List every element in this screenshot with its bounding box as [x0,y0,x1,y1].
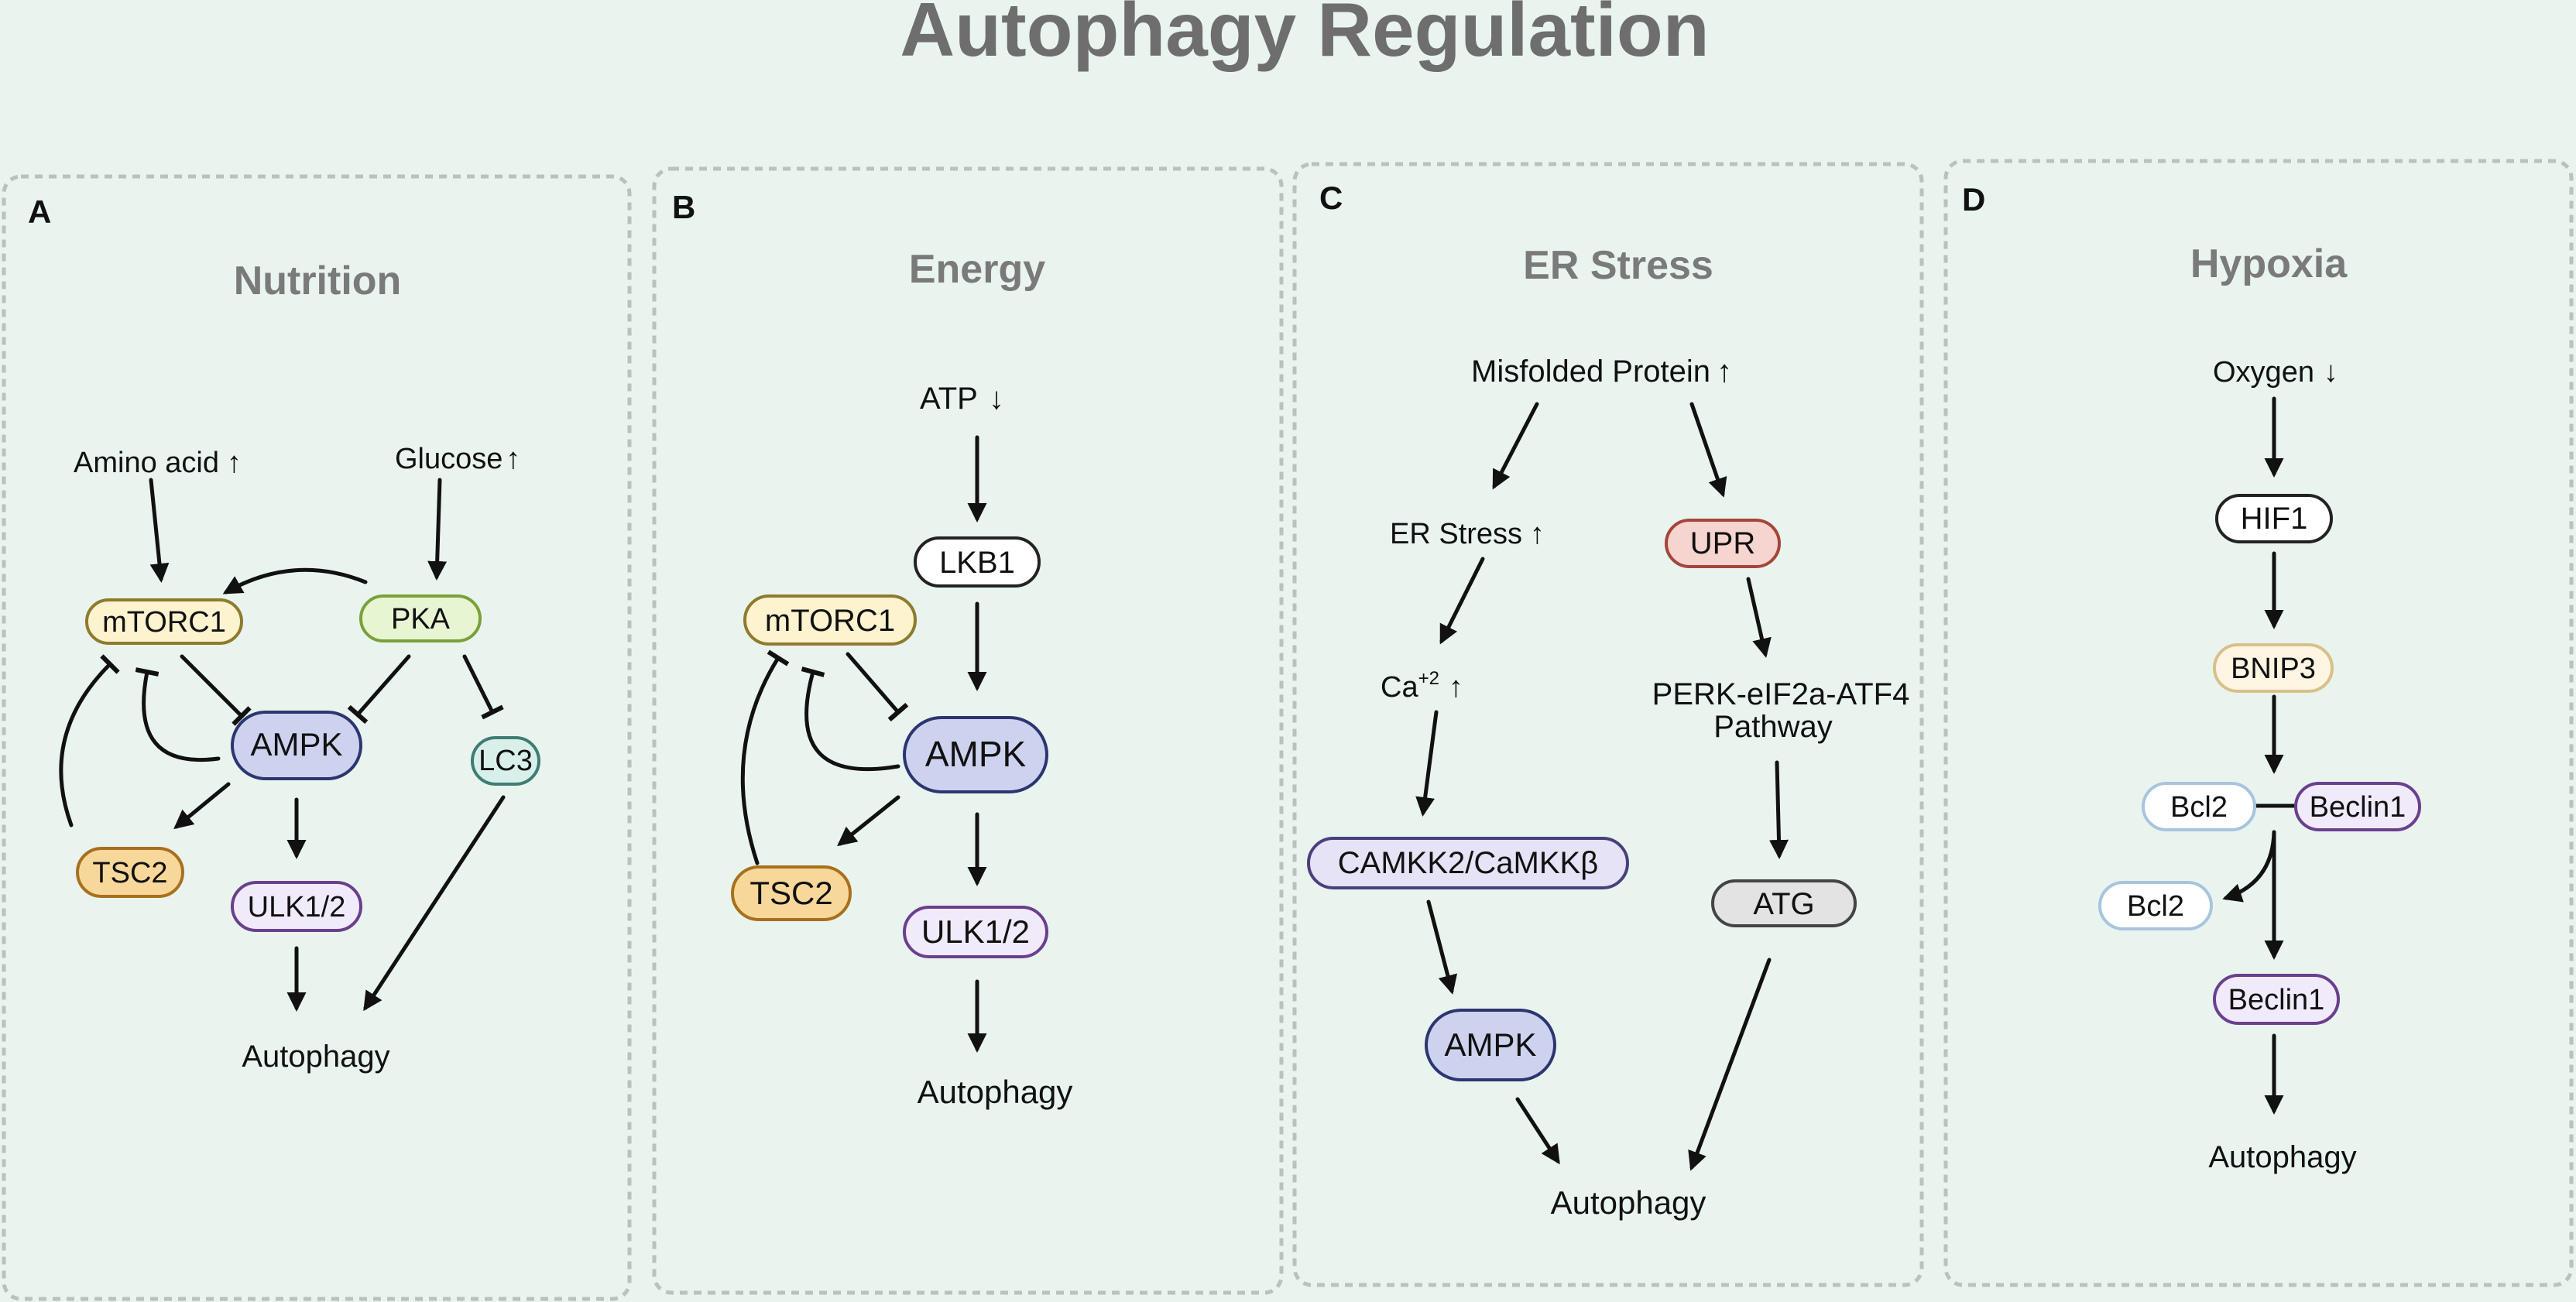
node-a-mtorc1-label: mTORC1 [102,606,226,639]
panel-b-letter: B [672,189,695,225]
edge-pka-inhibits-lc3 [462,654,504,720]
node-a-ulk [231,881,362,932]
edge-er-stress-to-ca [1439,557,1485,645]
panel-d-frame [1943,159,2574,1287]
edge-ampk-to-autophagy-c [1515,1097,1560,1165]
panel-d-hypoxia: Oxygen↓ HIF1 BNIP3 Bcl2 Beclin1 Bcl2 Bec… [2098,356,2421,1174]
edge-glucose-to-pka [427,478,448,581]
panel-d-letter: D [1962,181,1985,218]
label-ca: Ca+2↑ [1381,668,1463,704]
node-a-tsc2 [76,847,184,898]
node-d-bcl2-bound-label: Bcl2 [2170,791,2228,824]
edge-lc3-to-autophagy [363,795,506,1012]
node-a-pka-label: PKA [391,603,451,636]
node-b-ulk-label: ULK1/2 [921,913,1030,950]
edge-ampk-to-tsc2-b [837,795,900,847]
node-c-ampk [1425,1009,1556,1081]
label-er-stress: ER Stress↑ [1390,518,1545,550]
edge-tsc2-inhibits-mtorc1-b [740,649,790,865]
node-a-ampk-label: AMPK [250,726,342,762]
panel-b-energy: ATP↓ LKB1 mTORC1 AMPK TSC2 ULK1/2 Autoph… [731,382,1073,1110]
node-c-camkk [1307,837,1629,889]
panel-a-title: Nutrition [234,259,402,303]
edge-amino-acid-to-mtorc1 [149,478,170,583]
label-atp: ATP↓ [920,382,1004,416]
label-glucose: Glucose↑ [395,443,520,475]
node-d-beclin1-free-label: Beclin1 [2228,984,2325,1016]
edge-ampk-to-tsc2 [173,782,231,830]
node-d-bcl2-bound [2142,782,2256,831]
edge-mtorc1-inhibits-ampk [180,654,252,726]
label-misfolded-protein: Misfolded Protein↑ [1471,355,1732,389]
node-d-bnip3 [2213,643,2334,693]
label-c-autophagy: Autophagy [1551,1184,1706,1221]
panel-b-title: Energy [909,247,1045,292]
panel-a-letter: A [28,194,51,230]
node-c-upr-label: UPR [1690,526,1755,560]
label-a-autophagy: Autophagy [242,1040,389,1074]
edge-ampk-inhibits-mtorc1-b [801,666,900,772]
panel-a-frame [2,174,632,1301]
panel-a-nutrition: Amino acid↑ Glucose↑ mTORC1 PKA AMPK LC3… [59,443,540,1074]
node-d-bnip3-label: BNIP3 [2231,653,2316,685]
panel-d-title: Hypoxia [2190,242,2348,286]
node-c-camkk-label: CAMKK2/CaMKKβ [1338,846,1598,880]
edge-pka-inhibits-ampk [347,654,411,725]
node-b-ulk [903,906,1048,958]
node-d-hif1 [2215,494,2333,543]
node-b-ampk [903,716,1048,793]
node-b-lkb1-label: LKB1 [939,546,1015,580]
panel-c-letter: C [1319,180,1343,216]
node-b-mtorc1 [743,594,917,646]
label-b-autophagy: Autophagy [918,1074,1073,1110]
node-d-beclin1-bound-label: Beclin1 [2310,791,2406,824]
node-c-upr [1665,519,1781,568]
node-d-bcl2-free-label: Bcl2 [2127,890,2184,923]
node-b-ampk-label: AMPK [925,734,1027,774]
node-a-ampk [231,711,362,780]
node-a-tsc2-label: TSC2 [92,857,167,889]
panel-c-er-stress: Misfolded Protein↑ ER Stress↑ UPR Ca+2↑ … [1307,355,1910,1221]
node-d-beclin1-free [2213,974,2340,1025]
edge-atg-to-autophagy [1688,958,1772,1171]
panel-b-frame [652,166,1284,1295]
node-a-mtorc1 [85,598,243,645]
node-a-ulk-label: ULK1/2 [248,891,346,923]
node-a-pka [359,594,482,642]
label-perk-line1: PERK-eIF2a-ATF4 [1652,677,1910,711]
label-perk-line2: Pathway [1713,710,1832,744]
edge-misfolded-to-upr [1689,402,1727,498]
edge-upr-to-perk [1746,577,1772,658]
node-c-atg [1711,879,1857,927]
node-d-bcl2-free [2098,881,2213,930]
label-d-autophagy: Autophagy [2208,1140,2356,1174]
main-title: Autophagy Regulation [900,0,1709,72]
edge-ca-to-camkk [1415,710,1439,817]
edge-misfolded-to-er-stress [1492,402,1539,490]
node-b-mtorc1-label: mTORC1 [765,604,895,638]
label-oxygen: Oxygen↓ [2213,356,2338,389]
edge-mtorc1-inhibits-ampk-b [846,652,909,722]
node-c-atg-label: ATG [1753,887,1814,921]
node-a-lc3-label: LC3 [478,745,533,777]
edge-pka-to-mtorc1 [222,567,368,594]
edge-ampk-inhibits-mtorc1 [135,667,221,762]
panel-c-title: ER Stress [1523,243,1713,288]
node-d-beclin1-bound [2294,782,2421,831]
node-b-tsc2-label: TSC2 [749,875,832,911]
node-b-tsc2 [731,865,852,921]
node-a-lc3 [471,736,540,786]
node-c-ampk-label: AMPK [1444,1026,1536,1063]
node-d-hif1-label: HIF1 [2241,502,2308,536]
label-amino-acid: Amino acid↑ [74,447,242,479]
panel-c-frame [1292,162,1924,1287]
edge-complex-to-bcl2 [2222,830,2276,903]
edge-perk-to-atg [1769,760,1789,859]
edge-camkk-to-ampk [1426,899,1458,995]
node-b-lkb1 [914,536,1041,588]
edge-tsc2-inhibits-mtorc1 [59,654,120,827]
